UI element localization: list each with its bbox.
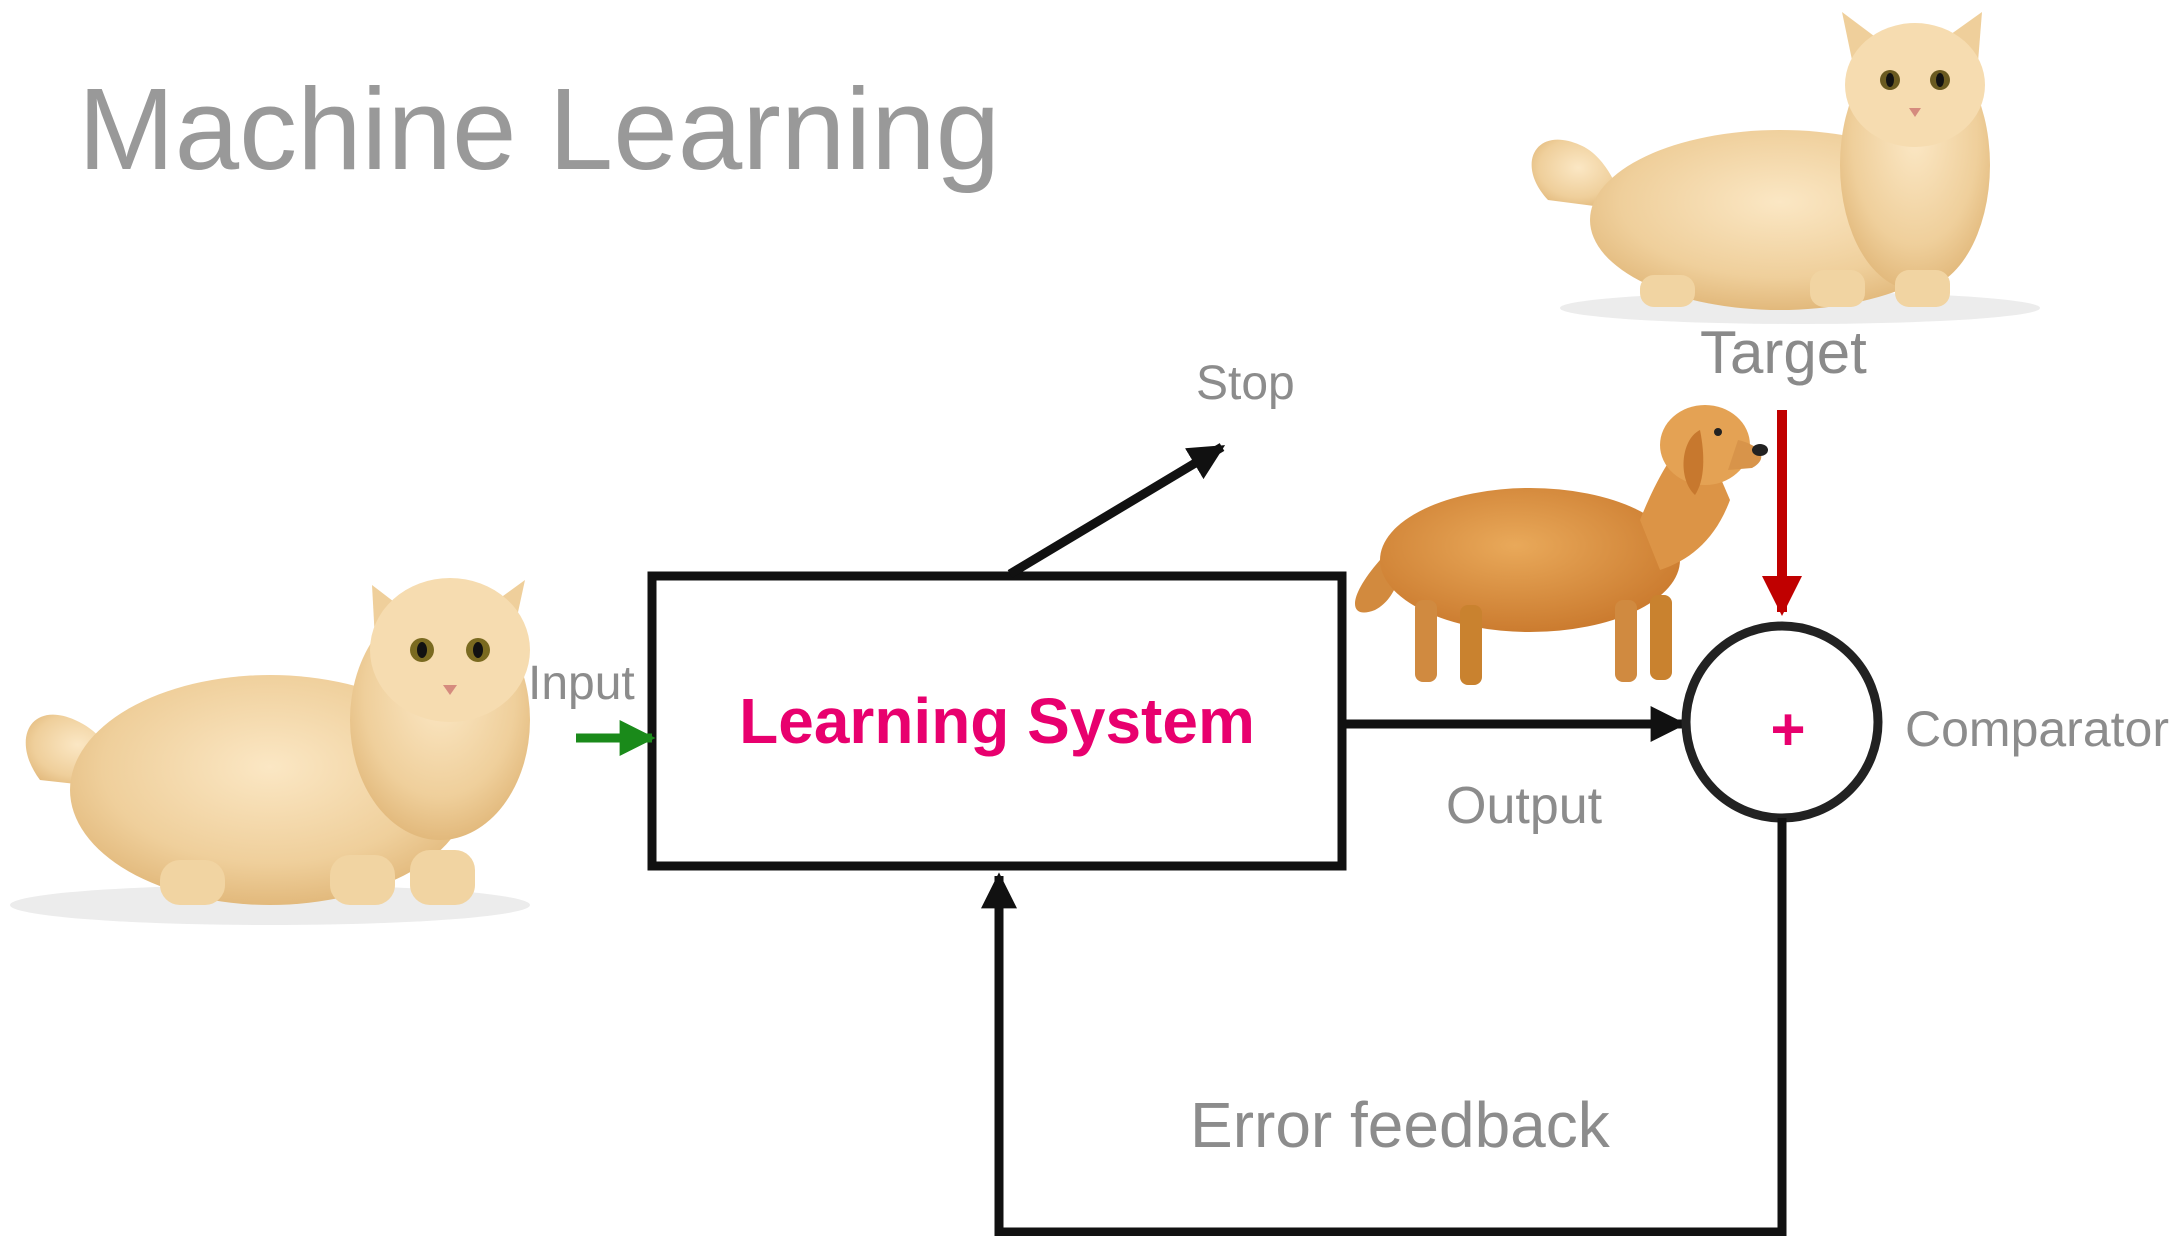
stop-label: Stop [1196,357,1295,410]
page-title: Machine Learning [78,64,1001,194]
input-cat-image [10,578,530,925]
comparator-plus-symbol: + [1770,695,1806,763]
comparator-label: Comparator [1905,701,2169,757]
input-label: Input [528,657,635,710]
target-label: Target [1700,319,1867,386]
error-feedback-label: Error feedback [1190,1089,1610,1161]
output-label: Output [1446,777,1603,835]
target-cat-image [1531,12,2040,324]
error-feedback-loop [981,818,1787,1236]
learning-system-label: Learning System [739,685,1255,757]
stop-arrow [1007,443,1226,578]
output-dog-image [1355,405,1768,685]
